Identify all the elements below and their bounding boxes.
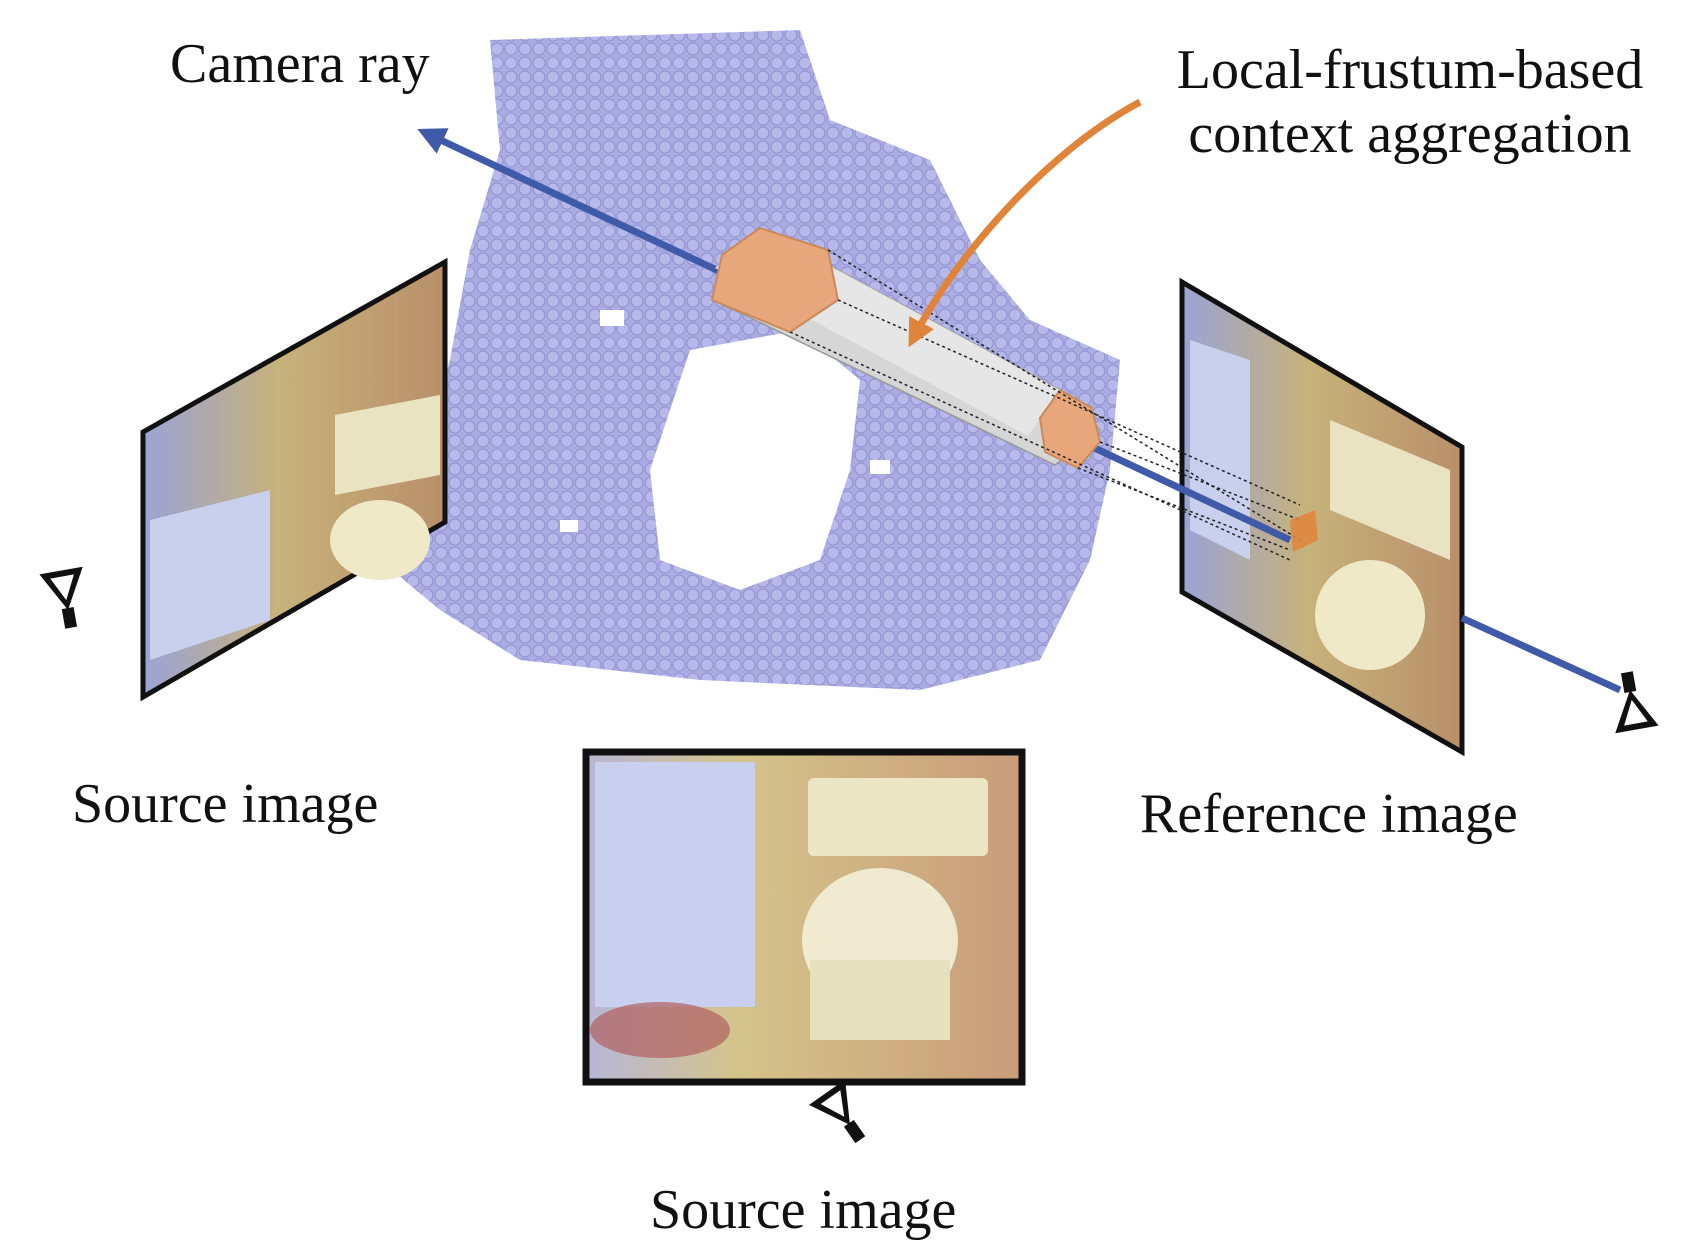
source-image-bottom-label: Source image [650,1179,957,1241]
source-image-left-frame [140,257,448,702]
reference-image-label: Reference image [1140,783,1518,845]
camera-eye-icon [809,1079,866,1144]
local-frustum [710,226,1318,561]
reference-image-frame [1179,277,1465,757]
source-image-bottom-frame [582,748,1026,1086]
frustum-aggregation-label: Local-frustum-based context aggregation [1150,38,1670,167]
frustum-annotation-arrow [908,98,1142,348]
voxel-point-cloud [380,30,1120,690]
frustum-label-line-1: Local-frustum-based [1176,39,1644,101]
frustum-label-line-2: context aggregation [1188,103,1632,166]
camera-eye-icon [1615,671,1659,734]
source-image-left-label: Source image [72,773,379,835]
camera-ray-label: Camera ray [170,33,430,95]
camera-eye-icon [39,566,83,629]
